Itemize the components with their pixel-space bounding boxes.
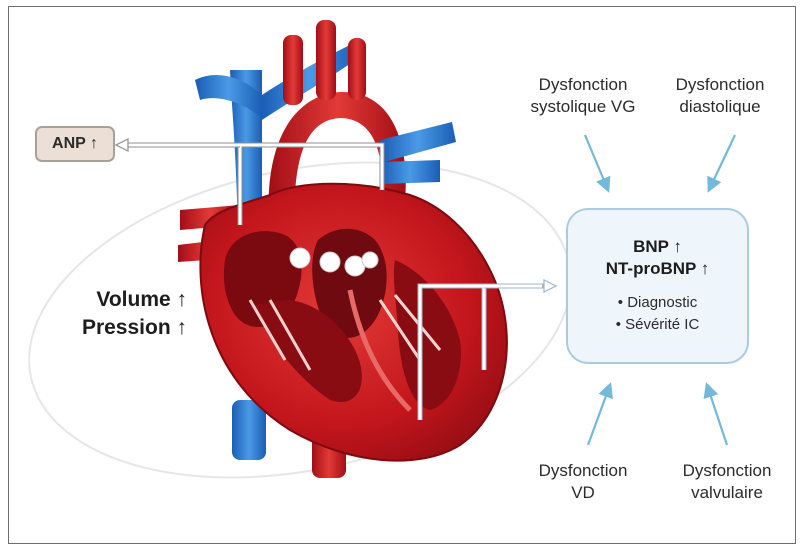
- cause-diastolic: Dysfonction diastolique: [660, 74, 780, 118]
- anp-label: ANP ↑: [52, 135, 98, 153]
- bnp-use-item: • Diagnostic: [568, 292, 747, 314]
- bnp-line: BNP ↑: [568, 236, 747, 258]
- arrow-bottom-left: [588, 385, 610, 445]
- bnp-use-item: • Sévérité IC: [568, 314, 747, 336]
- volume-pressure-label: Volume ↑ Pression ↑: [47, 286, 187, 342]
- bnp-uses-list: • Diagnostic • Sévérité IC: [568, 292, 747, 336]
- pressure-text: Pression ↑: [47, 314, 187, 342]
- arrow-top-left: [585, 135, 608, 190]
- ntprobnp-line: NT-proBNP ↑: [568, 258, 747, 280]
- arrow-top-right: [709, 135, 735, 190]
- cause-systolic-lv: Dysfonction systolique VG: [508, 74, 658, 118]
- anp-box: ANP ↑: [35, 126, 115, 162]
- bnp-title: BNP ↑ NT-proBNP ↑: [568, 236, 747, 280]
- volume-text: Volume ↑: [47, 286, 187, 314]
- bnp-box: BNP ↑ NT-proBNP ↑ • Diagnostic • Sévérit…: [566, 208, 749, 364]
- cause-valvular: Dysfonction valvulaire: [662, 460, 792, 504]
- cause-rv: Dysfonction VD: [518, 460, 648, 504]
- arrow-bottom-right: [707, 385, 727, 445]
